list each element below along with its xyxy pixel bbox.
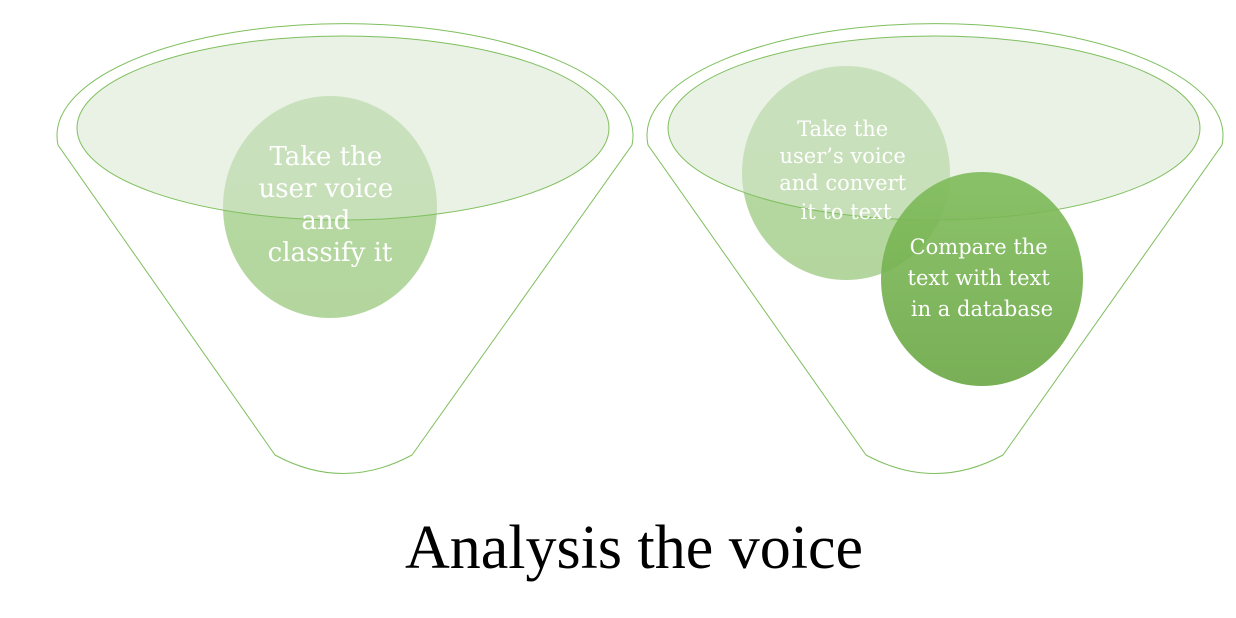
funnel-right: Take the user’s voice and convert it to … — [646, 23, 1224, 474]
funnel-left: Take the user voice and classify it — [56, 23, 634, 474]
funnel-right-bubble-2 — [881, 172, 1083, 386]
diagram-title: Analysis the voice — [405, 514, 863, 582]
funnel-right-bubble-2-text: Compare the text with text in a database — [908, 235, 1057, 321]
funnel-left-top-rim — [76, 35, 610, 221]
funnel-right-bubble-1-text: Take the user’s voice and convert it to … — [779, 117, 913, 224]
funnel-left-bubble-1-text: Take the user voice and classify it — [258, 142, 401, 268]
